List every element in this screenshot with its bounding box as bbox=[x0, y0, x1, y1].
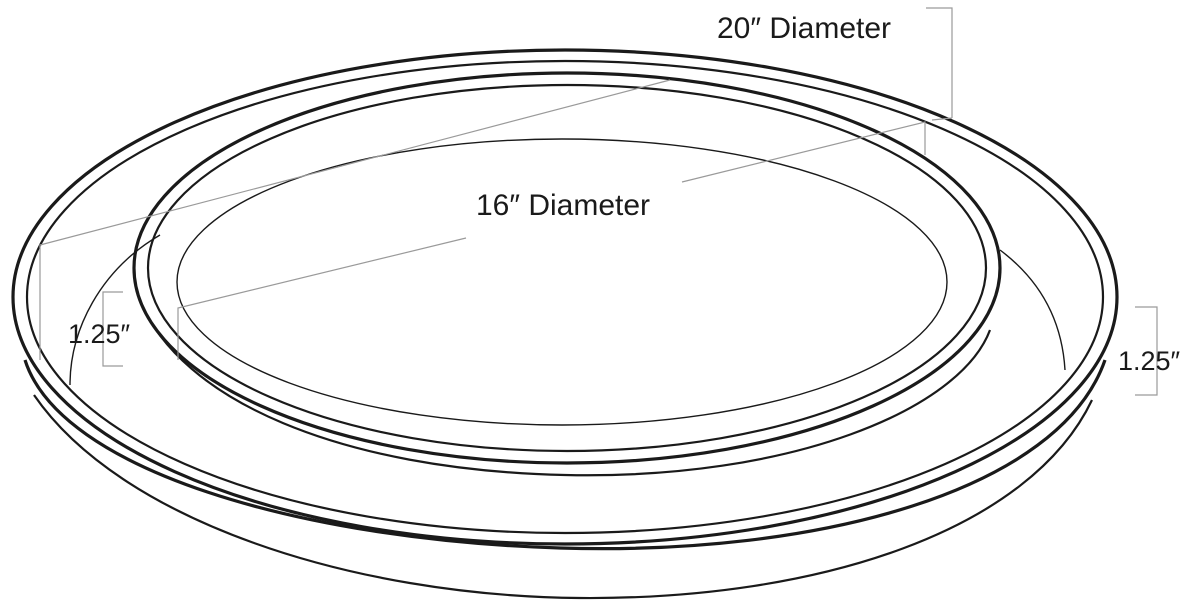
large-diameter-label: 20″ Diameter bbox=[717, 12, 891, 45]
large-tray-inner-rim bbox=[25, 59, 1105, 535]
large-tray-outer-rim bbox=[11, 48, 1119, 546]
dimension-guides bbox=[39, 7, 1158, 396]
large-tray-inner-floor bbox=[69, 234, 1066, 386]
small-tray-inner-floor bbox=[176, 138, 948, 426]
large-tray-shadow-curve bbox=[33, 394, 1093, 600]
small-height-label: 1.25″ bbox=[68, 319, 131, 349]
small-tray-inner-rim bbox=[146, 83, 988, 453]
large-height-label: 1.25″ bbox=[1118, 346, 1181, 376]
large-tray bbox=[11, 48, 1119, 600]
large-diameter-guide bbox=[39, 7, 953, 360]
small-tray bbox=[132, 71, 1002, 477]
small-diameter-label: 16″ Diameter bbox=[476, 189, 650, 222]
large-tray-base-curve bbox=[23, 359, 1107, 551]
large-height-bracket bbox=[1135, 306, 1158, 396]
small-height-bracket bbox=[102, 291, 123, 367]
small-diameter-guide bbox=[177, 121, 926, 360]
small-tray-base-curve bbox=[138, 299, 992, 477]
small-tray-outer-rim bbox=[132, 71, 1002, 465]
